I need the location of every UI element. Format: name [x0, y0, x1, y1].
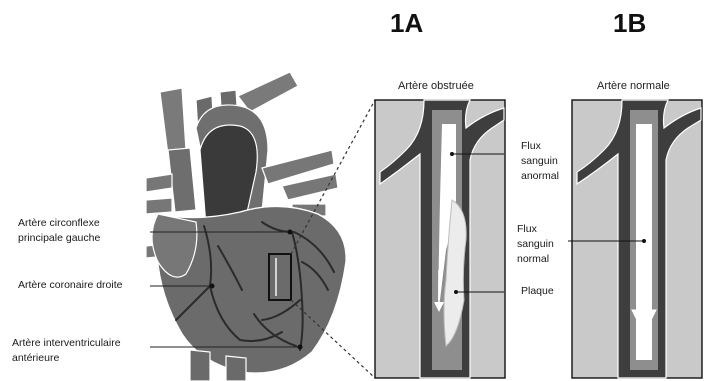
label-abnormal-flow-line2: sanguin [521, 155, 558, 168]
label-plaque: Plaque [521, 285, 554, 298]
panel-1b-artery [568, 100, 702, 378]
label-right-coronary: Artère coronaire droite [18, 279, 122, 292]
label-lad-line2: antérieure [12, 352, 59, 365]
label-lad-line1: Artère interventriculaire [12, 337, 121, 350]
panel-1a-title: Artère obstruée [398, 80, 474, 92]
panel-1a-artery [375, 100, 505, 378]
label-abnormal-flow-line3: anormal [521, 170, 559, 183]
label-normal-flow-line2: sanguin [517, 238, 554, 251]
label-circumflex-line2: principale gauche [18, 232, 100, 245]
label-normal-flow-line1: Flux [517, 223, 537, 236]
panel-1a-id: 1A [390, 8, 423, 39]
label-abnormal-flow-line1: Flux [521, 140, 541, 153]
label-normal-flow-line3: normal [517, 253, 549, 266]
panel-1b-id: 1B [613, 8, 646, 39]
heart-illustration [146, 72, 346, 381]
label-circumflex-line1: Artère circonflexe [18, 217, 100, 230]
panel-1b-title: Artère normale [597, 80, 670, 92]
